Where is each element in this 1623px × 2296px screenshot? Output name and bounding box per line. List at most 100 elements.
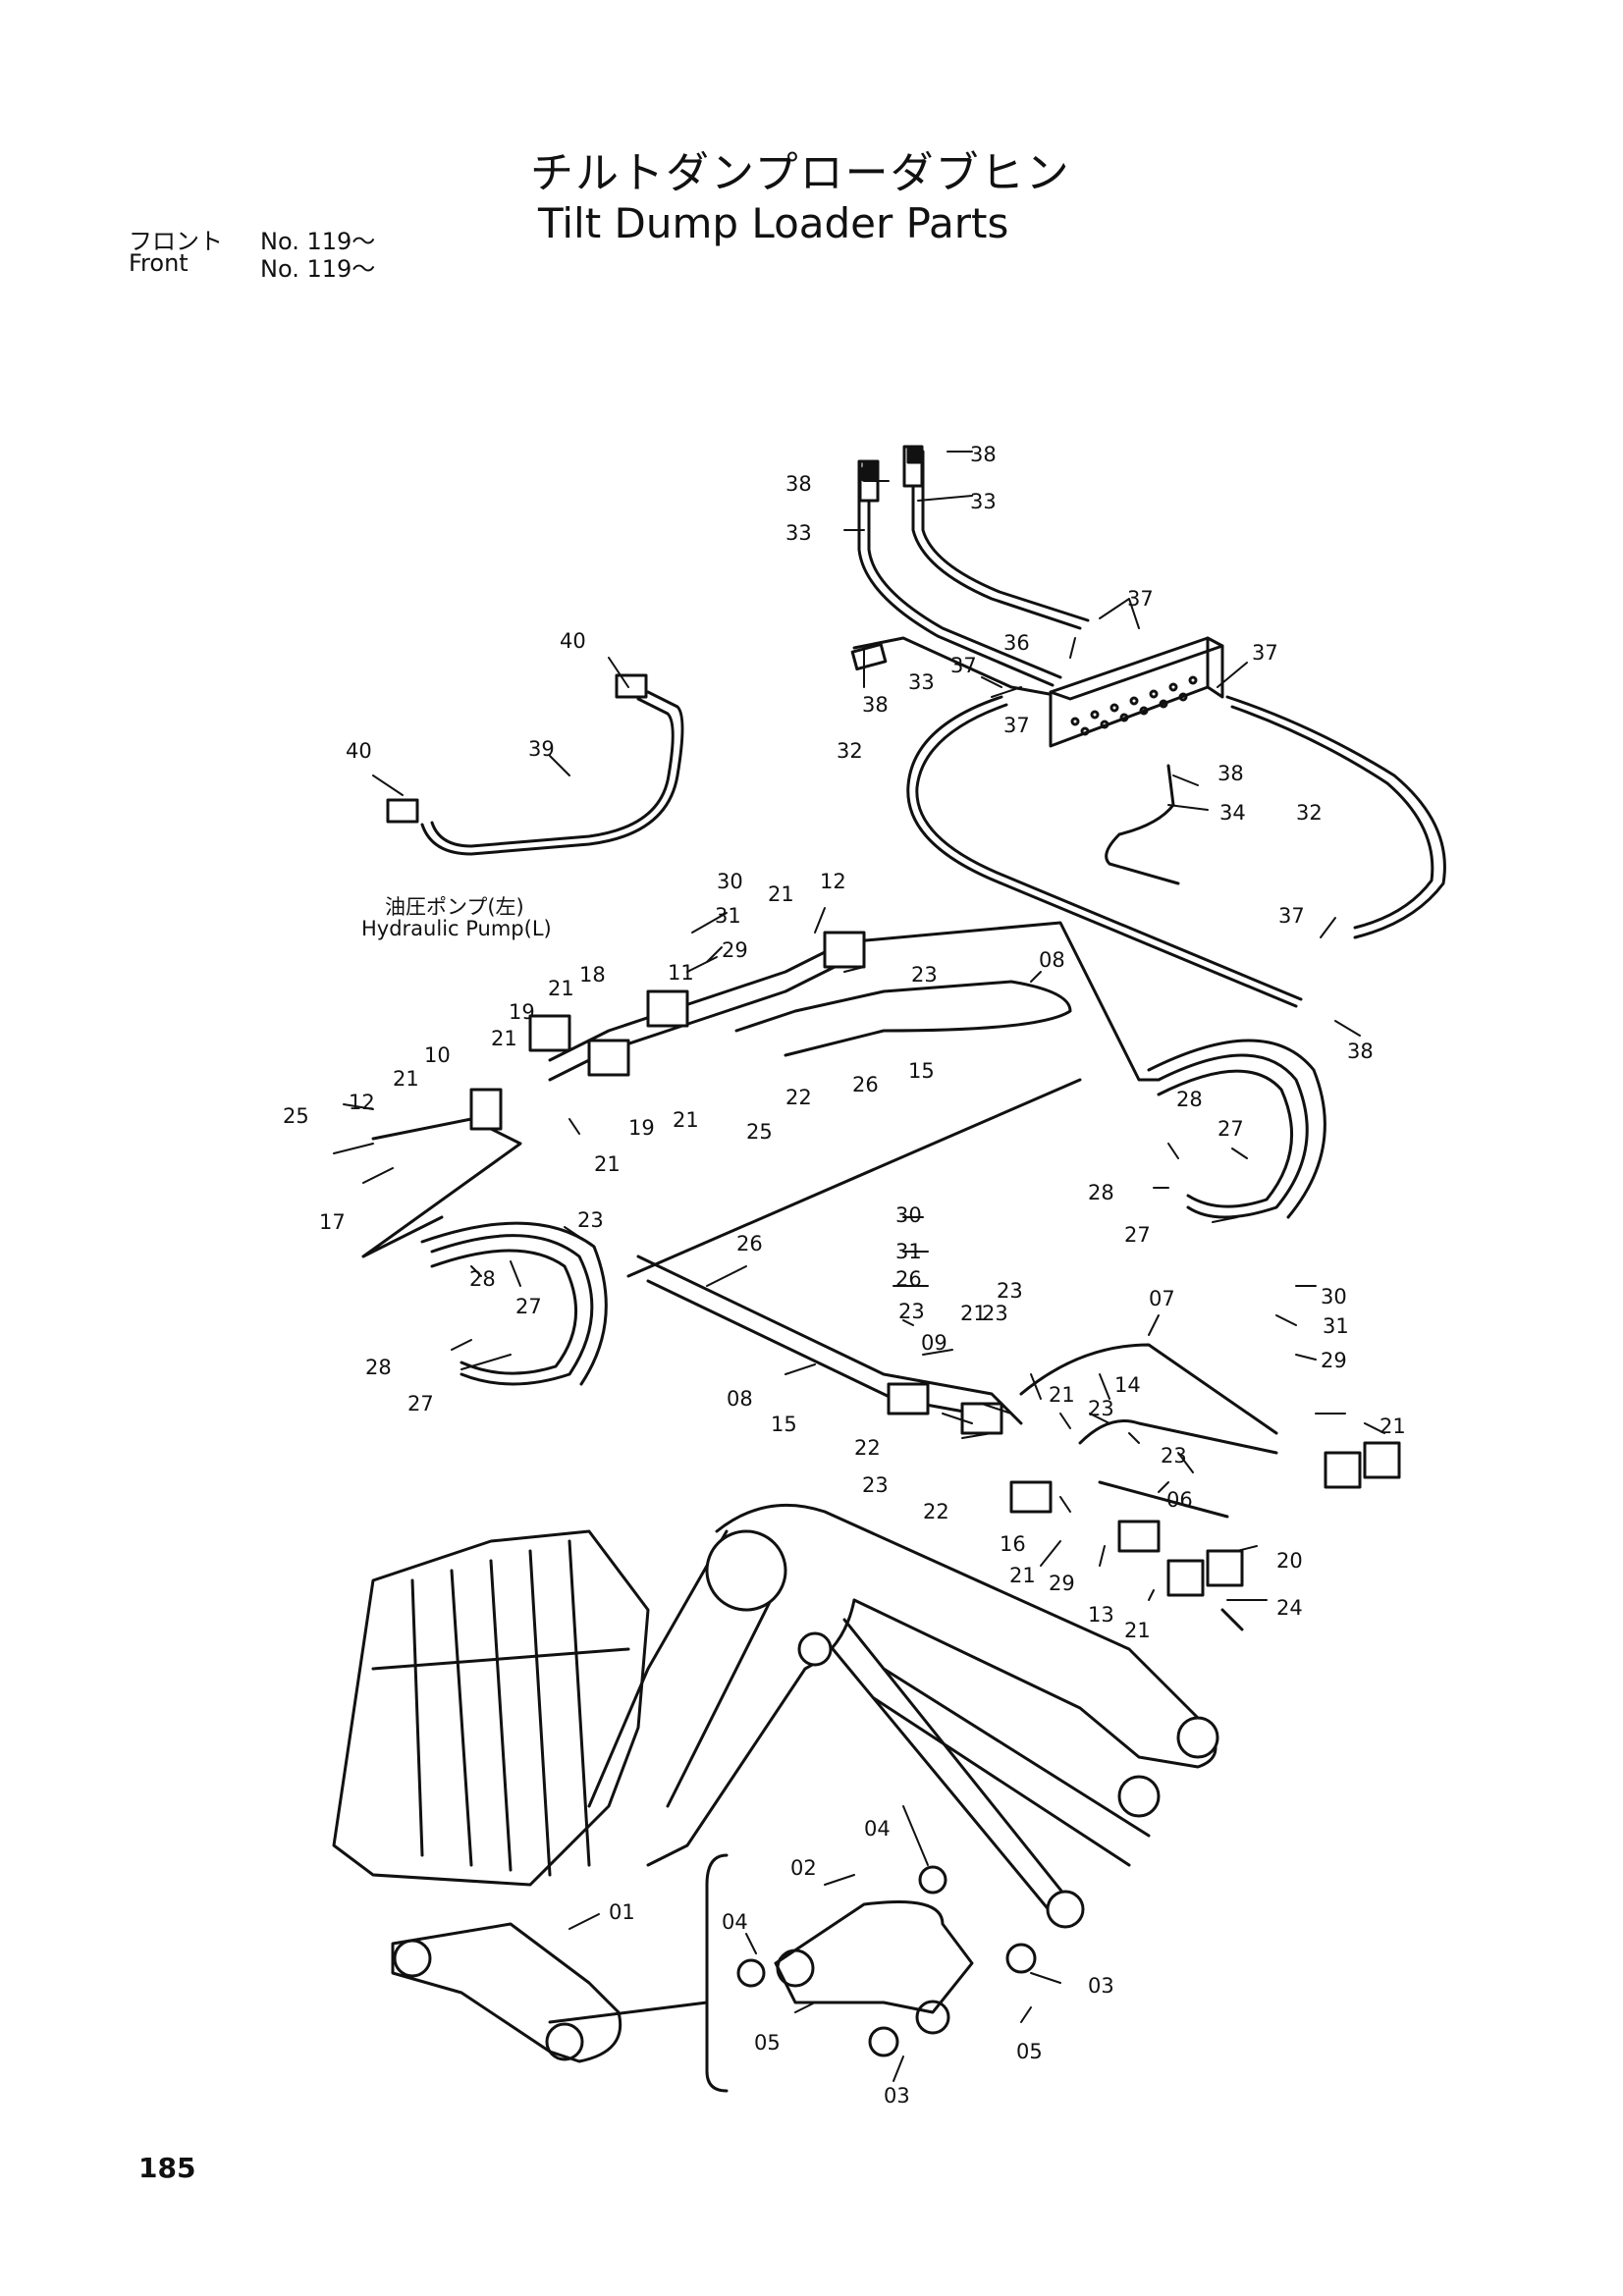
part-label: 23 xyxy=(862,1473,889,1497)
part-label: 07 xyxy=(1149,1287,1175,1310)
link-parts xyxy=(391,1853,1037,2093)
part-label: 21 xyxy=(393,1067,419,1091)
part-label: 14 xyxy=(1114,1373,1141,1397)
part-label: 31 xyxy=(1323,1314,1349,1338)
part-label: 32 xyxy=(1296,801,1323,825)
part-label: 08 xyxy=(727,1387,753,1411)
title-japanese: チルトダンプローダブヒン xyxy=(530,148,1071,198)
part-label: 16 xyxy=(1000,1532,1026,1556)
front-label-japanese: フロント xyxy=(129,228,223,255)
hose-32-group xyxy=(906,695,1446,1008)
part-label: 37 xyxy=(1252,641,1278,665)
part-label: 21 xyxy=(673,1108,699,1132)
part-label: 40 xyxy=(560,629,586,653)
pump-fitting-assembly xyxy=(361,921,1161,1278)
part-label: 21 xyxy=(491,1027,517,1050)
part-label: 12 xyxy=(820,870,846,893)
part-label: 26 xyxy=(852,1073,879,1096)
part-label: 26 xyxy=(736,1232,763,1255)
part-label: 28 xyxy=(1088,1181,1114,1204)
part-label: 19 xyxy=(628,1116,655,1140)
part-label: 06 xyxy=(1166,1488,1193,1512)
part-label: 18 xyxy=(579,963,606,987)
part-label: 10 xyxy=(424,1043,451,1067)
part-label: 15 xyxy=(908,1059,935,1083)
part-label: 23 xyxy=(577,1208,604,1232)
part-label: 25 xyxy=(746,1120,773,1144)
page-number: 185 xyxy=(138,2152,196,2184)
part-label: 02 xyxy=(790,1856,817,1880)
hose-27-left xyxy=(420,1221,608,1386)
part-label: 25 xyxy=(283,1104,309,1128)
part-label: 22 xyxy=(785,1086,812,1109)
part-number-labels: 38 38 33 33 37 37 36 38 33 37 37 32 38 3… xyxy=(283,443,1406,2108)
part-label: 38 xyxy=(1217,762,1244,785)
part-label: 28 xyxy=(469,1267,496,1291)
front-number-english: No. 119～ xyxy=(260,255,376,283)
part-label: 22 xyxy=(923,1500,949,1523)
part-label: 27 xyxy=(515,1295,542,1318)
part-label: 28 xyxy=(1176,1088,1203,1111)
hydraulic-pump-label-english: Hydraulic Pump(L) xyxy=(361,917,552,940)
part-label: 03 xyxy=(884,2084,910,2108)
part-label: 01 xyxy=(609,1900,635,1924)
part-label: 23 xyxy=(898,1300,925,1323)
part-label: 11 xyxy=(668,961,694,985)
lower-fitting-assembly xyxy=(636,1255,1401,1631)
part-label: 05 xyxy=(1016,2040,1043,2063)
part-label: 04 xyxy=(722,1910,748,1934)
part-label: 22 xyxy=(854,1436,881,1460)
part-label: 21 xyxy=(960,1302,987,1325)
part-label: 29 xyxy=(1049,1572,1075,1595)
part-label: 32 xyxy=(837,739,863,763)
upper-hose-group xyxy=(850,445,1090,699)
part-label: 29 xyxy=(1321,1349,1347,1372)
boom-and-arm xyxy=(587,1503,1219,1929)
part-label: 38 xyxy=(970,443,997,466)
part-label: 21 xyxy=(1049,1383,1075,1407)
title-english: Tilt Dump Loader Parts xyxy=(538,199,1009,247)
part-label: 28 xyxy=(365,1356,392,1379)
part-label: 15 xyxy=(771,1413,797,1436)
front-number-japanese: No. 119～ xyxy=(260,228,376,255)
part-label: 17 xyxy=(319,1210,346,1234)
part-label: 26 xyxy=(895,1267,922,1291)
part-label: 09 xyxy=(921,1331,947,1355)
part-label: 24 xyxy=(1276,1596,1303,1620)
part-label: 21 xyxy=(768,882,794,906)
part-label: 38 xyxy=(862,693,889,717)
part-label: 23 xyxy=(1161,1444,1187,1468)
part-label: 37 xyxy=(1127,587,1154,611)
part-label: 21 xyxy=(1124,1619,1151,1642)
manifold-block xyxy=(1049,636,1224,748)
part-label: 31 xyxy=(715,904,741,928)
part-label: 23 xyxy=(911,963,938,987)
part-label: 21 xyxy=(548,977,574,1000)
part-label: 34 xyxy=(1219,801,1246,825)
part-label: 21 xyxy=(1009,1564,1036,1587)
hose-39 xyxy=(386,673,684,856)
part-label: 20 xyxy=(1276,1549,1303,1573)
part-label: 03 xyxy=(1088,1974,1114,1998)
part-label: 13 xyxy=(1088,1603,1114,1627)
part-label: 37 xyxy=(1278,904,1305,928)
part-label: 23 xyxy=(1088,1397,1114,1420)
front-label-english: Front xyxy=(129,249,189,277)
part-label: 30 xyxy=(1321,1285,1347,1308)
part-label: 36 xyxy=(1003,631,1030,655)
part-label: 08 xyxy=(1039,948,1065,972)
part-label: 27 xyxy=(1124,1223,1151,1247)
hose-27-right xyxy=(1147,1039,1326,1219)
part-label: 21 xyxy=(594,1152,621,1176)
part-label: 30 xyxy=(717,870,743,893)
part-label: 27 xyxy=(1217,1117,1244,1141)
part-label: 37 xyxy=(950,654,977,677)
part-label: 33 xyxy=(908,670,935,694)
part-label: 30 xyxy=(895,1203,922,1227)
part-label: 29 xyxy=(722,938,748,962)
part-label: 40 xyxy=(346,739,372,763)
part-label: 12 xyxy=(349,1091,375,1114)
part-label: 39 xyxy=(528,737,555,761)
part-label: 33 xyxy=(785,521,812,545)
